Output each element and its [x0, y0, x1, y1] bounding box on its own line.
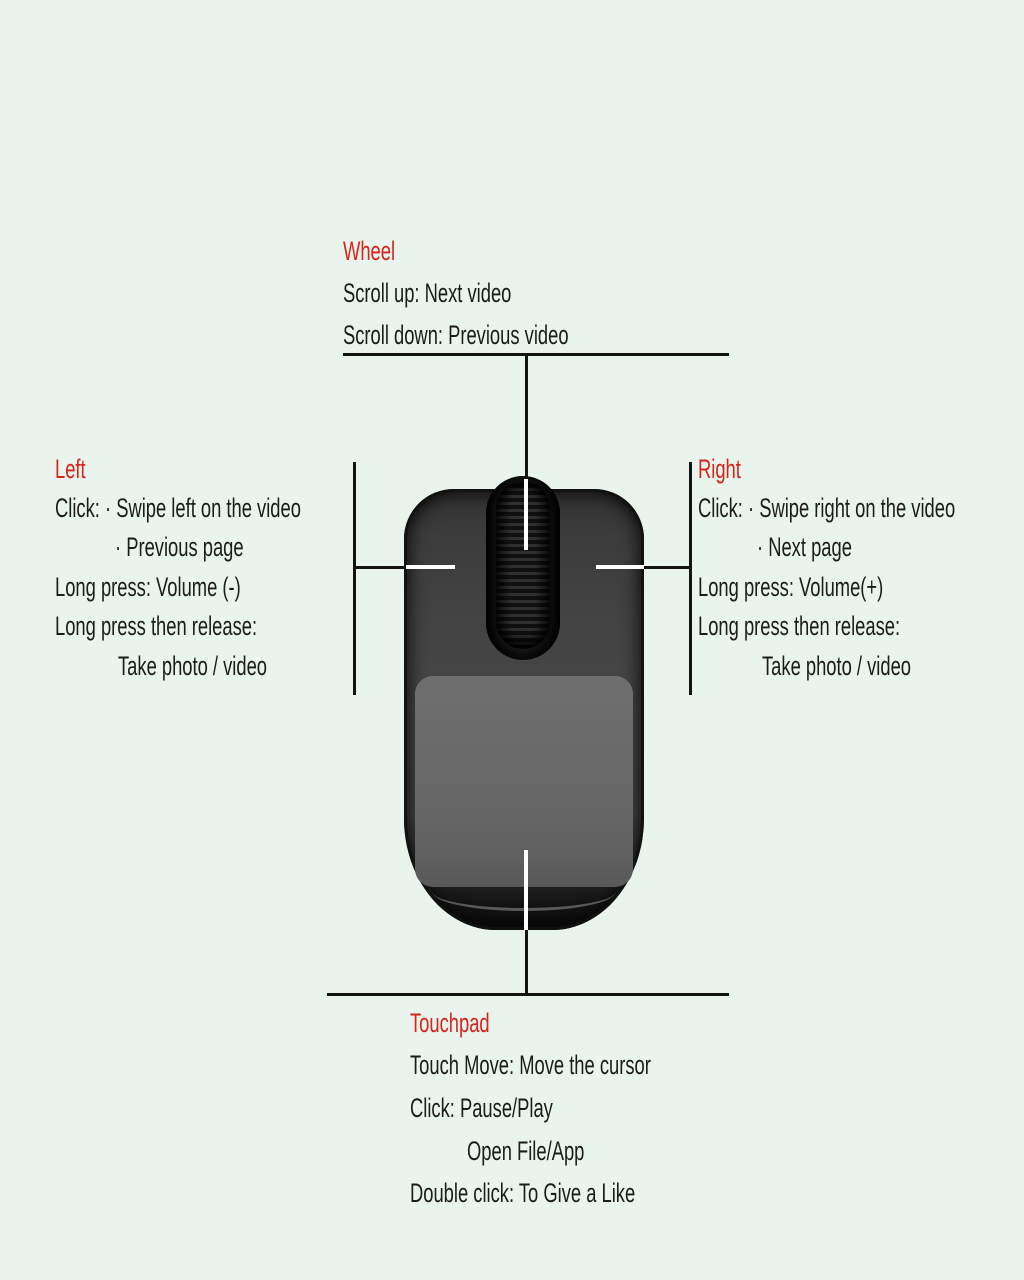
wheel-instruction-scroll-up: Scroll up: Next video [343, 278, 512, 308]
left-instruction-long-press: Long press: Volume (-) [55, 572, 241, 602]
right-leader-tick [644, 566, 692, 569]
wheel-label: Wheel [343, 236, 396, 266]
left-leader-tick-on-mouse [406, 565, 455, 569]
right-instruction-click: Click: · Swipe right on the video [698, 493, 956, 523]
touchpad-instruction-open-file: Open File/App [467, 1136, 585, 1166]
right-button-label: Right [698, 454, 741, 484]
right-instruction-next-page: · Next page [757, 532, 852, 562]
scroll-wheel [496, 481, 550, 649]
right-instruction-long-press-release: Long press then release: [698, 611, 901, 641]
left-leader-tick [353, 566, 406, 569]
wheel-instruction-scroll-down: Scroll down: Previous video [343, 320, 569, 350]
left-instruction-long-press-release: Long press then release: [55, 611, 258, 641]
touchpad-label: Touchpad [410, 1008, 490, 1038]
touchpad-instruction-click: Click: Pause/Play [410, 1093, 553, 1123]
touchpad-leader-vertical [525, 930, 528, 994]
touchpad-leader-vertical-on-mouse [524, 850, 528, 930]
left-leader-vertical [353, 462, 356, 695]
touchpad-instruction-double-click: Double click: To Give a Like [410, 1178, 636, 1208]
left-button-label: Left [55, 454, 86, 484]
wheel-leader-vertical-on-mouse [524, 479, 528, 550]
right-instruction-long-press: Long press: Volume(+) [698, 572, 884, 602]
wheel-leader-horizontal [343, 353, 729, 356]
wheel-leader-vertical [525, 353, 528, 479]
touchpad-leader-horizontal [327, 993, 729, 996]
touchpad-instruction-touch-move: Touch Move: Move the cursor [410, 1050, 651, 1080]
right-instruction-take-photo: Take photo / video [762, 651, 912, 681]
left-instruction-previous-page: · Previous page [115, 532, 244, 562]
left-instruction-take-photo: Take photo / video [118, 651, 268, 681]
right-leader-vertical [689, 462, 692, 695]
left-instruction-click: Click: · Swipe left on the video [55, 493, 301, 523]
right-leader-tick-on-mouse [596, 565, 644, 569]
